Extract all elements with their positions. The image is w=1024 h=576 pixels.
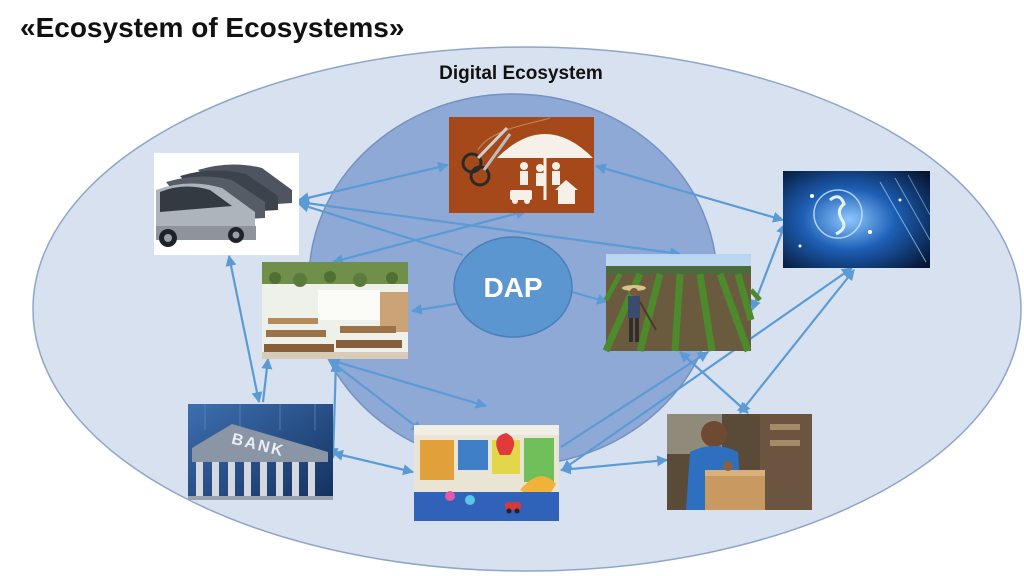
agriculture-image bbox=[602, 254, 762, 353]
restaurant-image bbox=[262, 262, 408, 359]
arrow-restaurant-insurance bbox=[331, 208, 528, 265]
arrow-restaurant-kindergarten-b bbox=[328, 359, 423, 432]
bank-image: BANK bbox=[188, 404, 333, 500]
insurance-image bbox=[449, 117, 594, 213]
cars-image bbox=[154, 153, 299, 255]
dap-circle bbox=[453, 236, 573, 338]
dap-label: DAP bbox=[483, 272, 542, 303]
digital-ecosystem-label: Digital Ecosystem bbox=[439, 63, 603, 84]
arrow-insurance-technology bbox=[594, 163, 785, 223]
arrow-cars-insurance bbox=[297, 161, 450, 204]
arrow-restaurant-bank bbox=[261, 357, 273, 403]
arrow-bank-restaurant bbox=[327, 360, 342, 460]
arrow-kindergarten-craft bbox=[559, 455, 669, 475]
arrow-bank-kindergarten bbox=[331, 449, 415, 476]
arrow-dap-restaurant bbox=[410, 301, 462, 315]
arrow-agriculture-kindergarten bbox=[560, 351, 709, 448]
arrow-cars-bank bbox=[225, 254, 263, 404]
arrow-technology-craft bbox=[739, 269, 855, 414]
craft-image bbox=[667, 414, 812, 510]
kindergarten-image bbox=[414, 425, 559, 521]
slide-title: «Ecosystem of Ecosystems» bbox=[20, 12, 405, 43]
technology-image bbox=[783, 171, 931, 268]
